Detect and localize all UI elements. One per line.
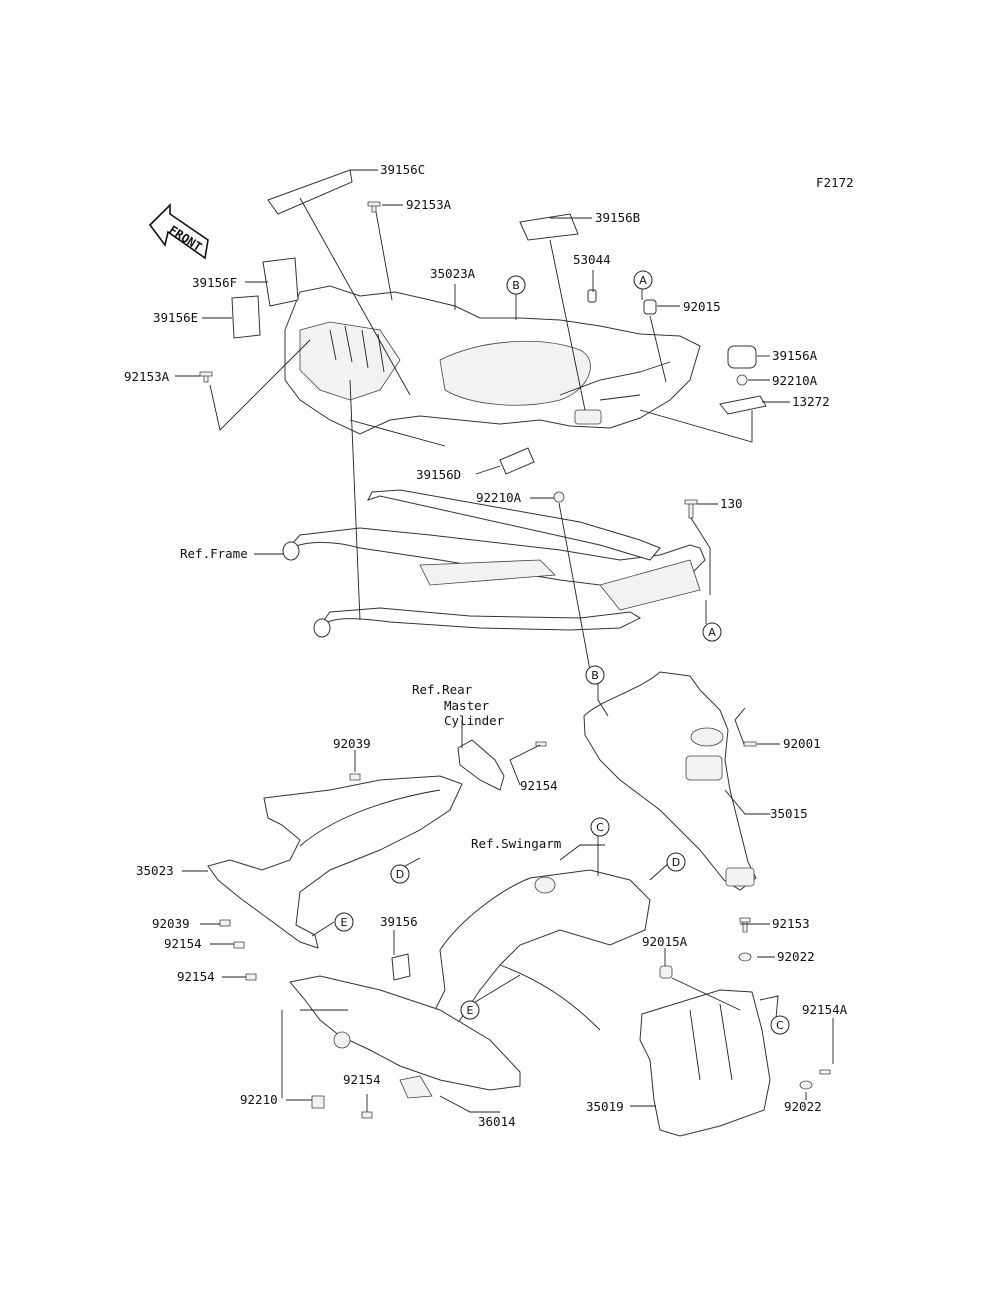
screw-92153A-left [199, 371, 213, 383]
bolt-130 [684, 499, 698, 519]
label-92154-mid: 92154 [520, 778, 558, 793]
svg-text:E: E [467, 1004, 474, 1017]
svg-text:A: A [708, 626, 716, 639]
svg-text:D: D [396, 868, 404, 881]
callout-A-bottom: A [702, 622, 722, 642]
pad-39156E [231, 295, 261, 339]
nut-92210A-right [736, 374, 748, 386]
bolt-92154-left2 [245, 973, 257, 981]
label-92015: 92015 [683, 299, 721, 314]
washer-92022-bottom [799, 1080, 813, 1090]
svg-text:B: B [512, 279, 520, 292]
label-92154-left1: 92154 [164, 936, 202, 951]
bolt-92154A [819, 1069, 831, 1075]
screw-92153A-top [367, 201, 381, 213]
label-35019: 35019 [586, 1099, 624, 1114]
label-92154-left2: 92154 [177, 969, 215, 984]
label-92153A-top: 92153A [406, 197, 452, 212]
clip-92039-top [349, 773, 361, 781]
clip-92039-left [219, 919, 231, 927]
callout-A-top: A [633, 270, 653, 290]
label-92022-bottom: 92022 [784, 1099, 822, 1114]
label-130: 130 [720, 496, 743, 511]
svg-text:E: E [341, 916, 348, 929]
label-92153: 92153 [772, 916, 810, 931]
label-53044: 53044 [573, 252, 611, 267]
svg-text:A: A [639, 274, 647, 287]
label-39156C: 39156C [380, 162, 425, 177]
label-35023: 35023 [136, 863, 174, 878]
bolt-92154-mid [535, 741, 547, 747]
sheet-39156D [499, 447, 535, 475]
inner-fender-35019 [639, 989, 771, 1137]
rear-fender-35015 [583, 671, 757, 891]
label-39156A: 39156A [772, 348, 818, 363]
seat-tray-part [284, 285, 701, 435]
label-92210: 92210 [240, 1092, 278, 1107]
bolt-92154-left1 [233, 941, 245, 949]
washer-92022-top [738, 952, 752, 962]
bolt-92154-bottom [361, 1111, 373, 1119]
callout-D-right: D [666, 852, 686, 872]
grommet-92015A [659, 965, 673, 979]
label-36014: 36014 [478, 1114, 516, 1129]
label-92022-top: 92022 [777, 949, 815, 964]
label-92039-left: 92039 [152, 916, 190, 931]
callout-B-top: B [506, 275, 526, 295]
bolt-92153 [739, 917, 751, 933]
damper-39156A [727, 345, 757, 369]
callout-C-bottom: C [770, 1015, 790, 1035]
collar-53044 [587, 289, 597, 303]
label-92039-top: 92039 [333, 736, 371, 751]
label-ref-swingarm: Ref.Swingarm [471, 836, 561, 851]
label-39156: 39156 [380, 914, 418, 929]
label-ref-rear-line1: Ref.Rear [412, 682, 473, 697]
svg-text:B: B [591, 669, 599, 682]
nut-92210A-mid [553, 491, 565, 503]
callout-D-left: D [390, 864, 410, 884]
grommet-92210 [311, 1095, 325, 1109]
chain-guard-36014 [289, 975, 521, 1099]
callout-B-bottom: B [585, 665, 605, 685]
label-39156E: 39156E [153, 310, 198, 325]
front-arrow-icon: FRONT [148, 203, 209, 260]
rear-frame-reference [282, 489, 706, 638]
rear-master-cylinder-reference [457, 739, 505, 791]
sheet-39156C [267, 169, 353, 215]
label-39156F: 39156F [192, 275, 237, 290]
svg-text:C: C [776, 1019, 784, 1032]
screw-92001 [743, 741, 757, 747]
sheet-39156 [391, 953, 411, 981]
sheet-39156F [262, 257, 299, 307]
callout-C-top: C [590, 817, 610, 837]
label-35023A: 35023A [430, 266, 476, 281]
grommet-92015 [643, 299, 657, 315]
label-ref-frame: Ref.Frame [180, 546, 248, 561]
sheet-39156B [519, 213, 579, 241]
label-92154-bottom: 92154 [343, 1072, 381, 1087]
label-92210A-mid: 92210A [476, 490, 522, 505]
callout-E-bottom: E [460, 1000, 480, 1020]
label-92210A-right: 92210A [772, 373, 818, 388]
svg-text:D: D [672, 856, 680, 869]
label-35015: 35015 [770, 806, 808, 821]
label-ref-rear-line2: Master [444, 698, 490, 713]
label-13272: 13272 [792, 394, 830, 409]
label-92015A: 92015A [642, 934, 688, 949]
plate-13272 [719, 395, 767, 415]
figure-code: F2172 [816, 175, 854, 190]
label-92154A: 92154A [802, 1002, 848, 1017]
callout-E-left: E [334, 912, 354, 932]
label-39156B: 39156B [595, 210, 640, 225]
left-cover-35023 [207, 775, 463, 949]
label-92153A-left: 92153A [124, 369, 170, 384]
label-39156D: 39156D [416, 467, 461, 482]
label-92001: 92001 [783, 736, 821, 751]
label-ref-rear-line3: Cylinder [444, 713, 505, 728]
leader-lines [175, 169, 834, 1113]
svg-text:C: C [596, 821, 604, 834]
